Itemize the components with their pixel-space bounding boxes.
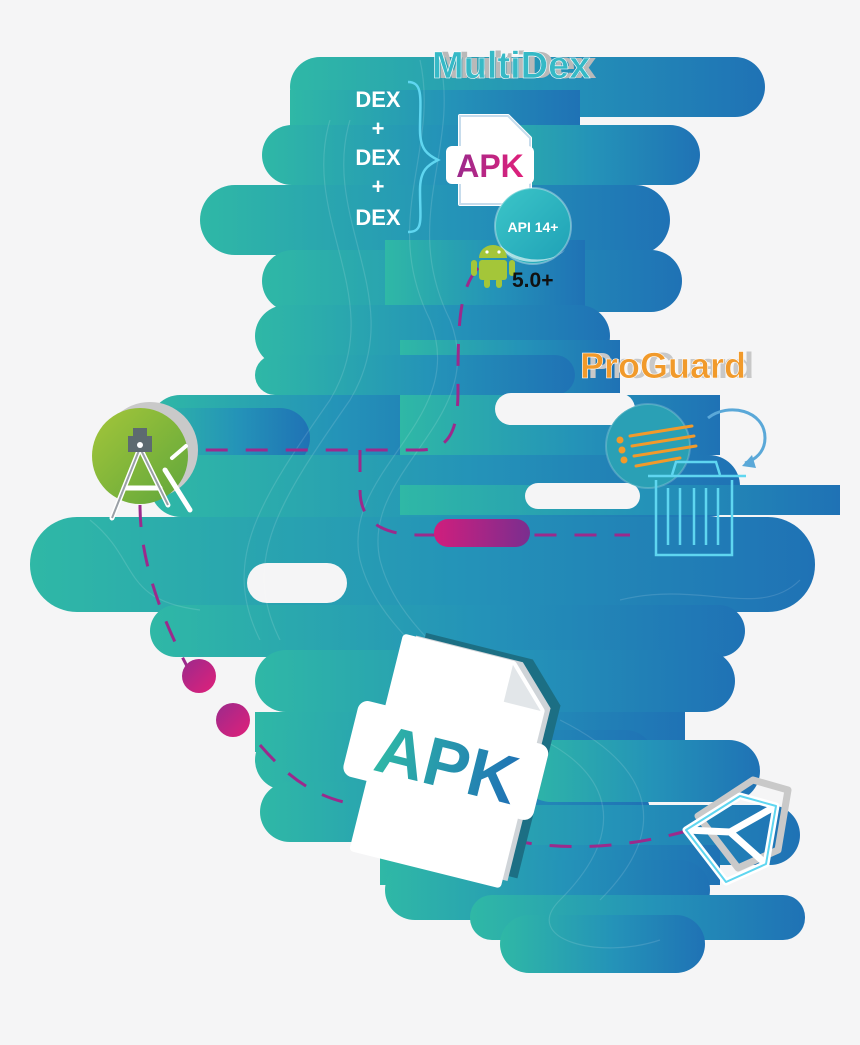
proguard-title: ProGuard xyxy=(580,345,746,386)
android-robot-icon xyxy=(471,245,515,288)
apk-small-label: APK xyxy=(456,148,524,184)
android-studio-icon xyxy=(92,402,198,521)
proguard-group: ProGuard ProGuard xyxy=(580,345,767,557)
path-dot-1 xyxy=(182,659,216,693)
document-lines-icon xyxy=(616,424,698,468)
curved-arrow-icon xyxy=(707,408,767,465)
apk-file-small-icon: APK xyxy=(446,114,534,206)
dex-stack-item: DEX xyxy=(355,145,401,170)
apk-file-icon: APK xyxy=(343,632,561,888)
dex-stack-item: + xyxy=(372,116,385,141)
multidex-title: MultiDex xyxy=(432,45,590,87)
dex-stack-item: DEX xyxy=(355,205,401,230)
multidex-title-shadow: MultiDex xyxy=(438,45,596,87)
proguard-title-shadow: ProGuard xyxy=(588,345,754,386)
unity-logo-icon xyxy=(682,776,792,886)
trash-can-icon xyxy=(648,460,746,557)
proguard-path-pill xyxy=(434,519,530,547)
dex-stack-item: DEX xyxy=(355,87,401,112)
dex-stack: DEX + DEX + DEX xyxy=(355,87,401,230)
multidex-group: MultiDex MultiDex DEX + DEX + DEX APK AP… xyxy=(355,45,596,292)
api-badge-label: API 14+ xyxy=(508,219,559,235)
path-dot-2 xyxy=(216,703,250,737)
curved-arrow-head xyxy=(742,455,756,468)
android-version-label: 5.0+ xyxy=(512,269,553,292)
api-badge: API 14+ xyxy=(494,187,572,265)
blob-gaps xyxy=(247,393,640,603)
dex-brace xyxy=(407,80,441,234)
dex-stack-item: + xyxy=(372,174,385,199)
